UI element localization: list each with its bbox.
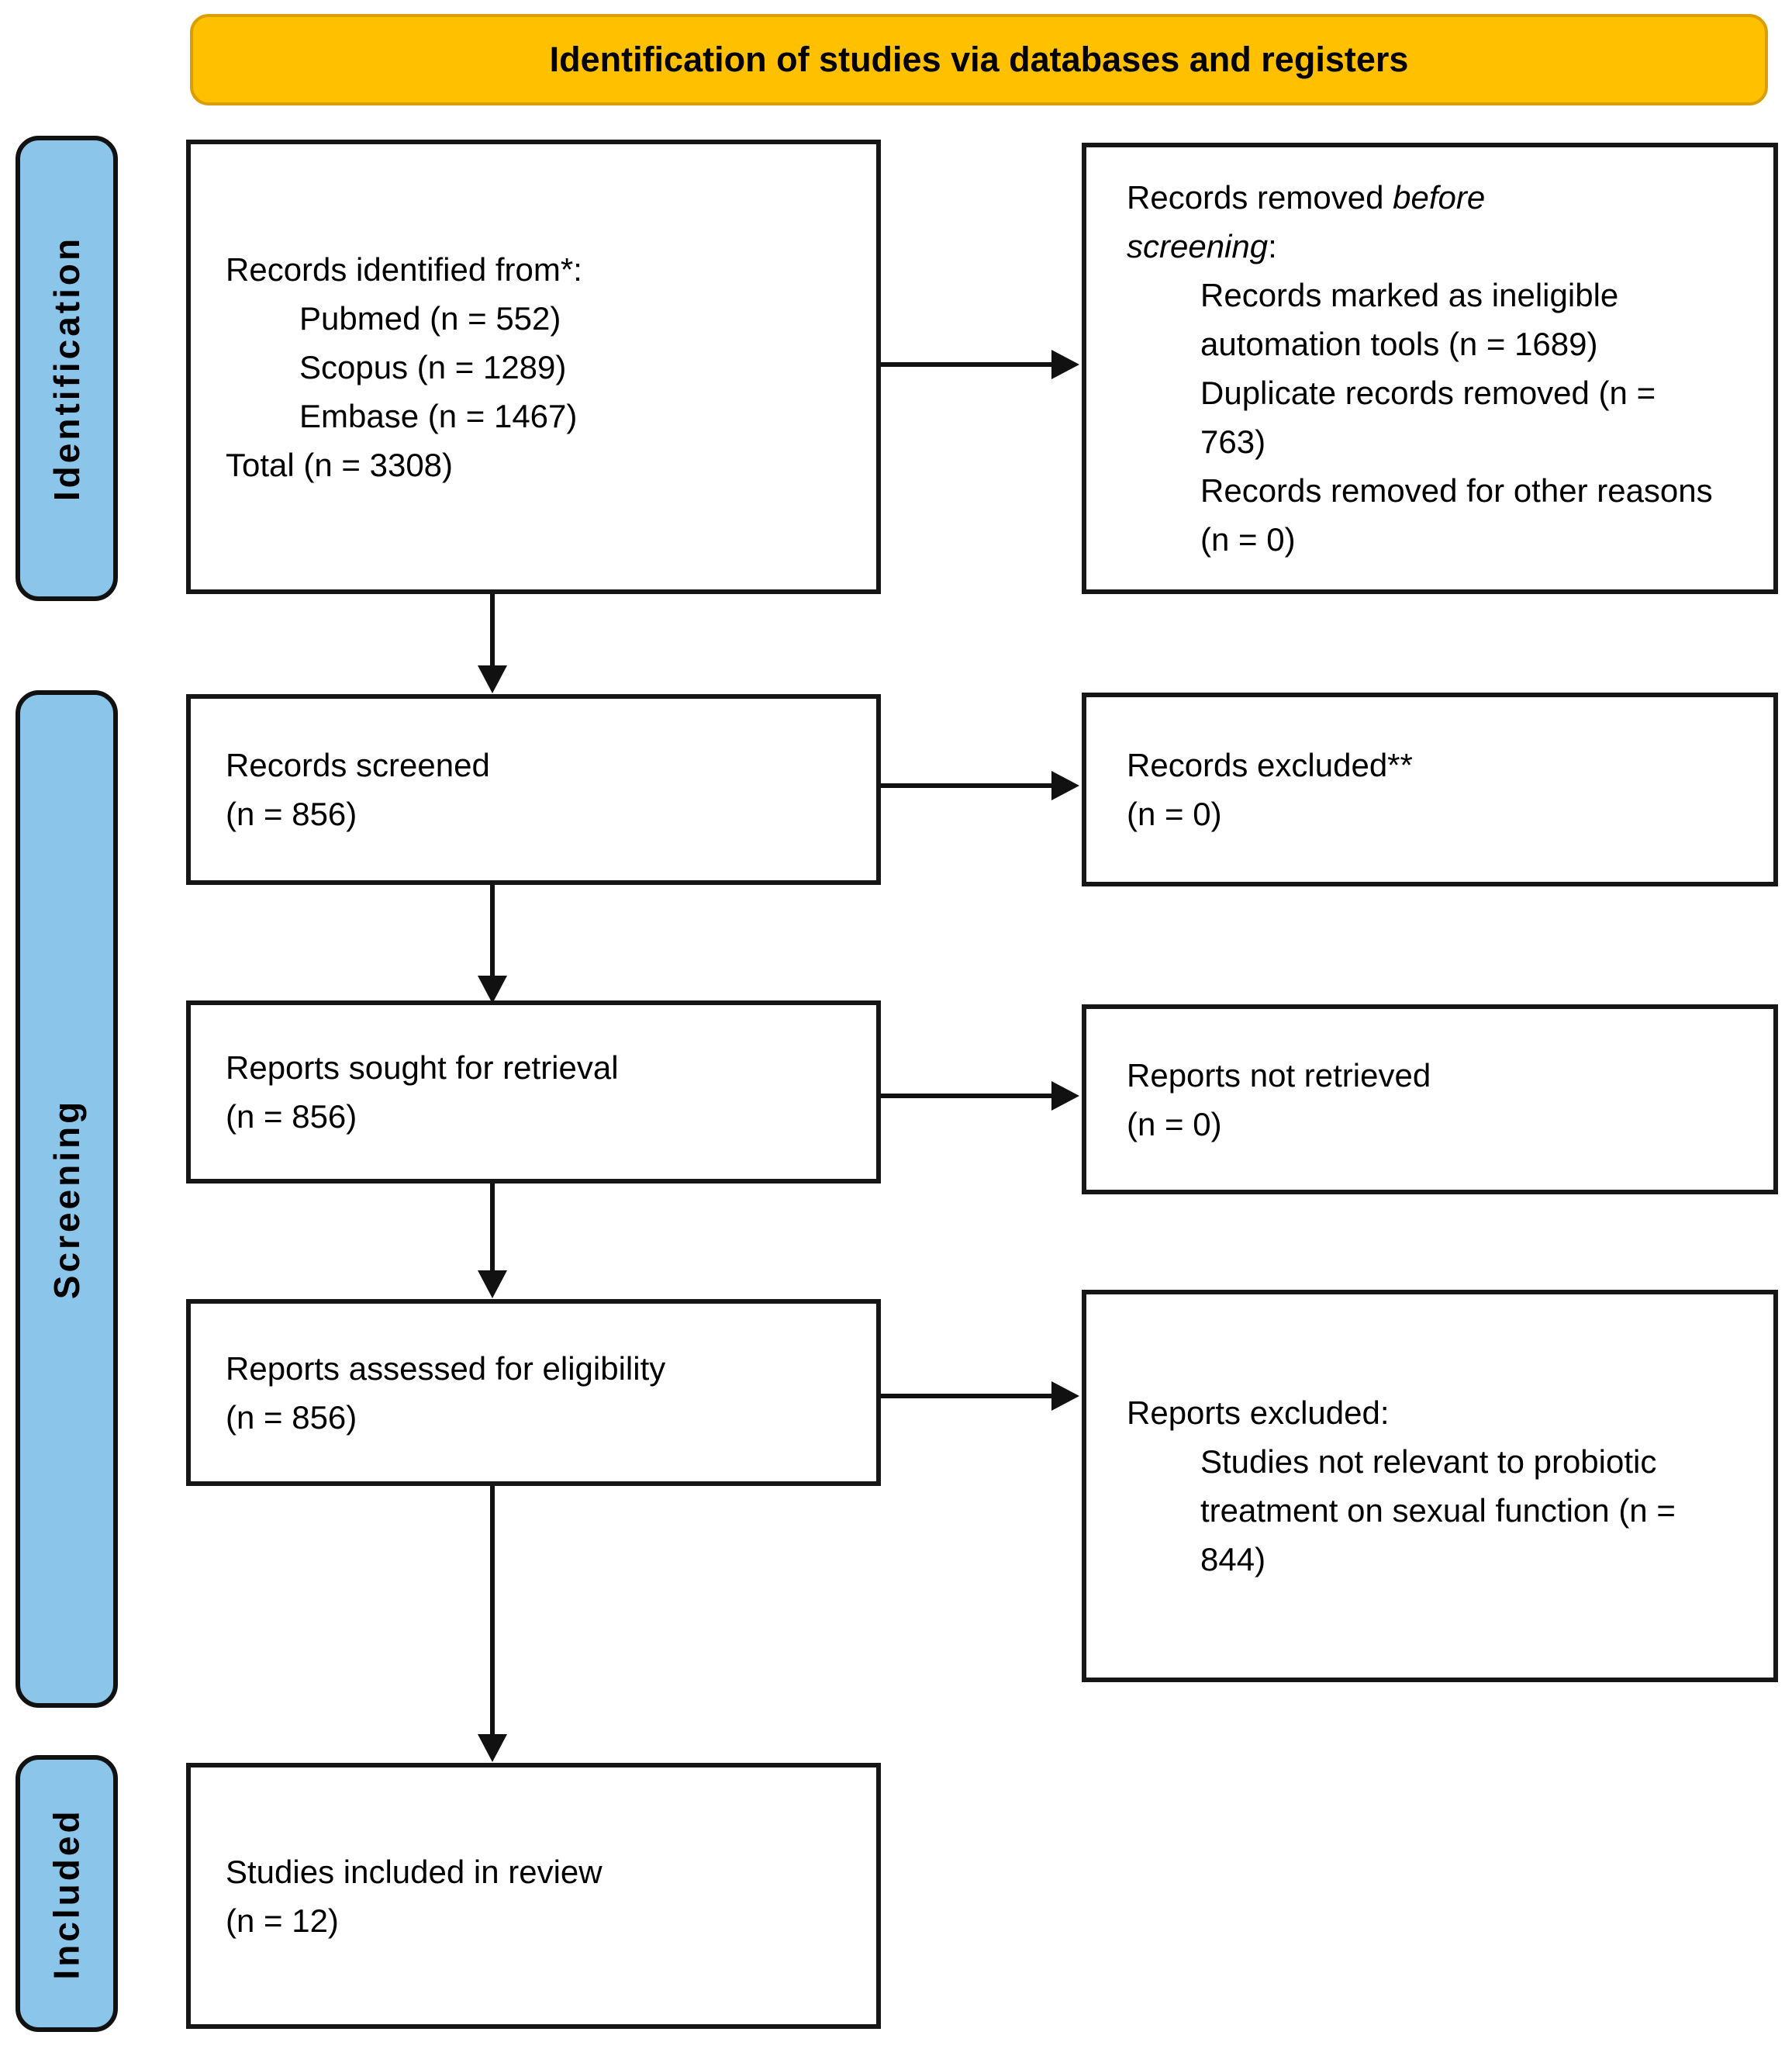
box-reports-excluded: Reports excluded: Studies not relevant t… [1082,1290,1778,1682]
records-removed-colon: : [1268,228,1277,264]
stage-bar-screening: Screening [16,690,118,1708]
arrow-shaft [490,1183,495,1273]
box-records-identified: Records identified from*: Pubmed (n = 55… [186,140,881,594]
banner-title: Identification of studies via databases … [190,14,1768,105]
reports-not-retrieved-count: (n = 0) [1127,1105,1222,1142]
banner-title-label: Identification of studies via databases … [549,40,1409,79]
box-records-removed: Records removed before screening: Records… [1082,143,1778,594]
reports-sought-count: (n = 856) [226,1098,357,1135]
stage-label-included: Included [47,1807,87,1980]
reports-assessed-count: (n = 856) [226,1398,357,1436]
box-records-excluded: Records excluded** (n = 0) [1082,693,1778,886]
records-identified-source-pubmed: Pubmed (n = 552) [299,299,561,337]
arrow-shaft [490,885,495,978]
records-removed-lead: Records removed [1127,179,1393,216]
records-identified-total: Total (n = 3308) [226,446,454,483]
arrow-shaft [490,594,495,668]
arrow-shaft [881,1094,1053,1098]
box-studies-included: Studies included in review (n = 12) [186,1763,881,2029]
records-removed-item-duplicates: Duplicate records removed (n = 763) [1200,375,1656,460]
arrow-head-icon [1051,1081,1079,1111]
records-removed-item-other: Records removed for other reasons (n = 0… [1200,472,1713,558]
records-identified-source-embase: Embase (n = 1467) [299,397,578,434]
arrow-shaft [490,1486,495,1737]
arrow-head-icon [478,1734,507,1762]
records-identified-heading: Records identified from*: [226,251,582,288]
records-removed-heading: Records removed before screening: [1127,173,1719,271]
arrow-head-icon [1051,771,1079,800]
studies-included-count: (n = 12) [226,1902,339,1939]
records-removed-italic-1: before [1393,179,1486,216]
box-reports-not-retrieved: Reports not retrieved (n = 0) [1082,1004,1778,1194]
records-screened-line1: Records screened [226,747,490,783]
records-excluded-count: (n = 0) [1127,796,1222,832]
stage-bar-included: Included [16,1755,118,2032]
records-identified-source-scopus: Scopus (n = 1289) [299,348,567,385]
reports-excluded-heading: Reports excluded: [1127,1394,1390,1431]
stage-label-screening: Screening [47,1098,88,1300]
arrow-shaft [881,362,1053,367]
records-removed-italic-2: screening [1127,228,1269,264]
reports-sought-line1: Reports sought for retrieval [226,1049,619,1086]
reports-assessed-line1: Reports assessed for eligibility [226,1349,666,1387]
arrow-head-icon [1051,1381,1079,1411]
records-screened-count: (n = 856) [226,796,357,832]
studies-included-line1: Studies included in review [226,1853,603,1890]
arrow-head-icon [1051,350,1079,379]
records-removed-item-automation: Records marked as ineligible automation … [1200,277,1619,362]
box-reports-sought: Reports sought for retrieval (n = 856) [186,1000,881,1183]
arrow-shaft [881,1394,1053,1398]
arrow-head-icon [478,1270,507,1298]
stage-bar-identification: Identification [16,136,118,601]
arrow-shaft [881,783,1053,788]
box-reports-assessed: Reports assessed for eligibility (n = 85… [186,1299,881,1486]
box-records-screened: Records screened (n = 856) [186,694,881,885]
stage-label-identification: Identification [47,235,88,502]
arrow-head-icon [478,976,507,1004]
reports-not-retrieved-line1: Reports not retrieved [1127,1056,1431,1094]
arrow-head-icon [478,665,507,693]
records-excluded-line1: Records excluded** [1127,747,1413,783]
reports-excluded-item-not-relevant: Studies not relevant to probiotic treatm… [1200,1443,1676,1577]
